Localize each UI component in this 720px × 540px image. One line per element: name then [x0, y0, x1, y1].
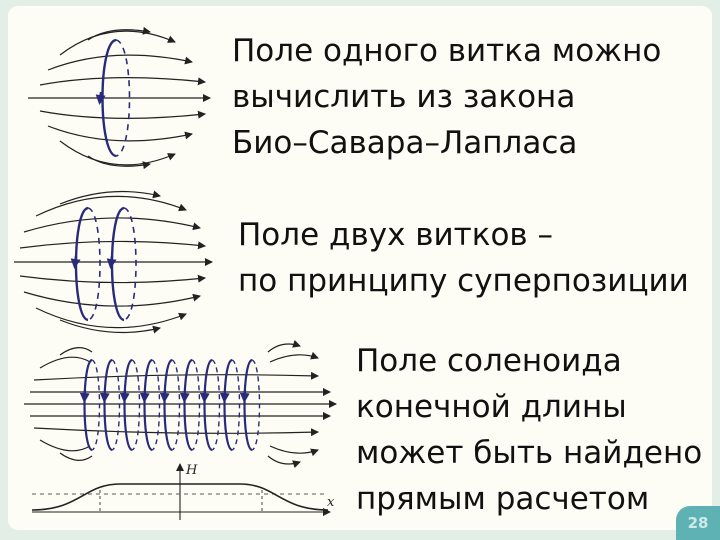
- text-line: по принципу суперпозиции: [238, 263, 689, 299]
- text-line: может быть найдено: [356, 435, 703, 471]
- coil-back: [91, 359, 101, 451]
- two-loops-text: Поле двух витков – по принципу суперпози…: [238, 212, 689, 304]
- coil-back: [111, 359, 121, 451]
- current-arrow: [119, 389, 130, 403]
- solenoid-text: Поле соленоида конечной длины может быть…: [356, 338, 702, 522]
- solenoid-coils: [79, 358, 261, 452]
- text-line: Поле соленоида: [356, 343, 622, 379]
- single-loop-text: Поле одного витка можно вычислить из зак…: [232, 28, 661, 166]
- coil-front: [83, 358, 93, 452]
- coil-back: [251, 359, 261, 451]
- text-line: вычислить из закона: [232, 79, 576, 115]
- current-arrow: [239, 389, 250, 403]
- current-arrow: [199, 389, 210, 403]
- text-line: прямым расчетом: [356, 481, 650, 517]
- graph-x-label: x: [327, 495, 335, 510]
- text-line: Поле двух витков –: [238, 217, 554, 253]
- coil-back: [171, 359, 181, 451]
- coil-front: [203, 358, 213, 452]
- slide: [8, 6, 712, 530]
- coil-front: [223, 358, 233, 452]
- coil-back: [131, 359, 141, 451]
- current-arrow: [219, 389, 230, 403]
- coil-front: [163, 358, 173, 452]
- coil-back: [151, 359, 161, 451]
- coil-back: [231, 359, 241, 451]
- current-arrow: [79, 389, 90, 403]
- page-number: 28: [676, 506, 720, 540]
- single-loop-diagram: [28, 26, 211, 170]
- coil-front: [243, 358, 253, 452]
- text-line: Био–Савара–Лапласа: [232, 125, 578, 161]
- coil-front: [143, 358, 153, 452]
- two-loops-diagram: [14, 190, 213, 334]
- current-arrow: [159, 389, 170, 403]
- coil-back: [191, 359, 201, 451]
- current-arrow: [139, 389, 150, 403]
- graph-y-label: H: [185, 463, 198, 478]
- current-arrow: [99, 389, 110, 403]
- coil-front: [183, 358, 193, 452]
- solenoid-diagram: [24, 339, 337, 469]
- text-line: Поле одного витка можно: [232, 33, 662, 69]
- field-graph: H x: [31, 463, 335, 520]
- coil-front: [103, 358, 113, 452]
- coil-front: [123, 358, 133, 452]
- current-arrow: [179, 389, 190, 403]
- coil-back: [211, 359, 221, 451]
- text-line: конечной длины: [356, 389, 627, 425]
